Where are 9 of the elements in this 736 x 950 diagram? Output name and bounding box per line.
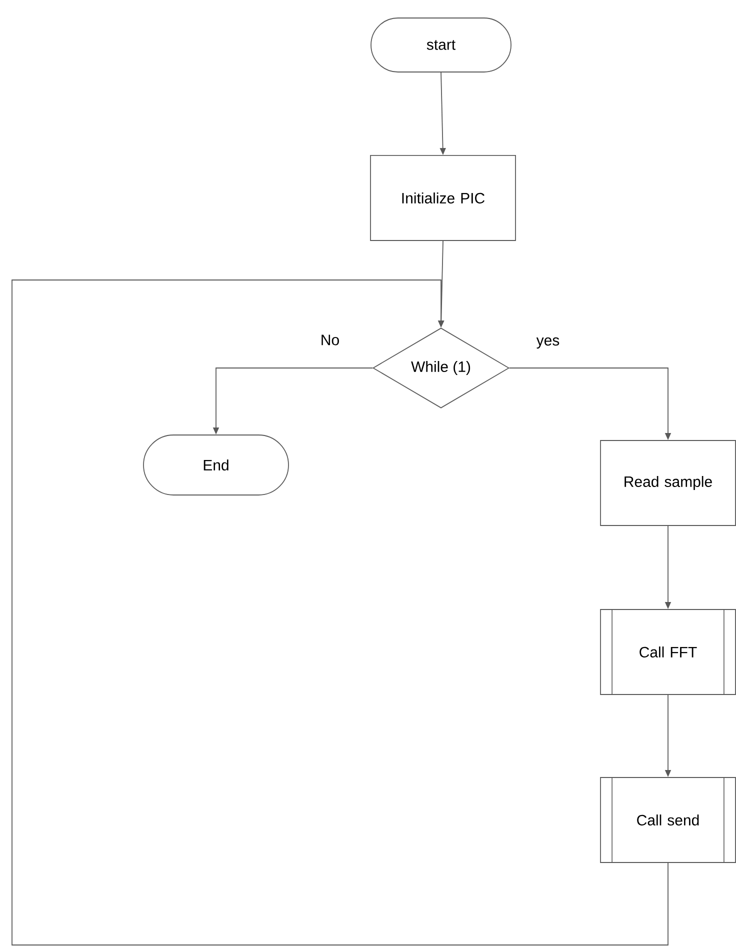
terminal-box: start [370,18,512,72]
edge-label: No [319,334,341,346]
process-box: Initialize PIC [370,155,516,241]
subroutine-box: Call send [600,776,736,864]
subroutine-box: Call FFT [600,608,736,696]
arrow [12,280,668,946]
process-box: Read sample [600,440,736,526]
edge-label: yes [535,336,561,350]
terminal-box: End [143,434,289,496]
